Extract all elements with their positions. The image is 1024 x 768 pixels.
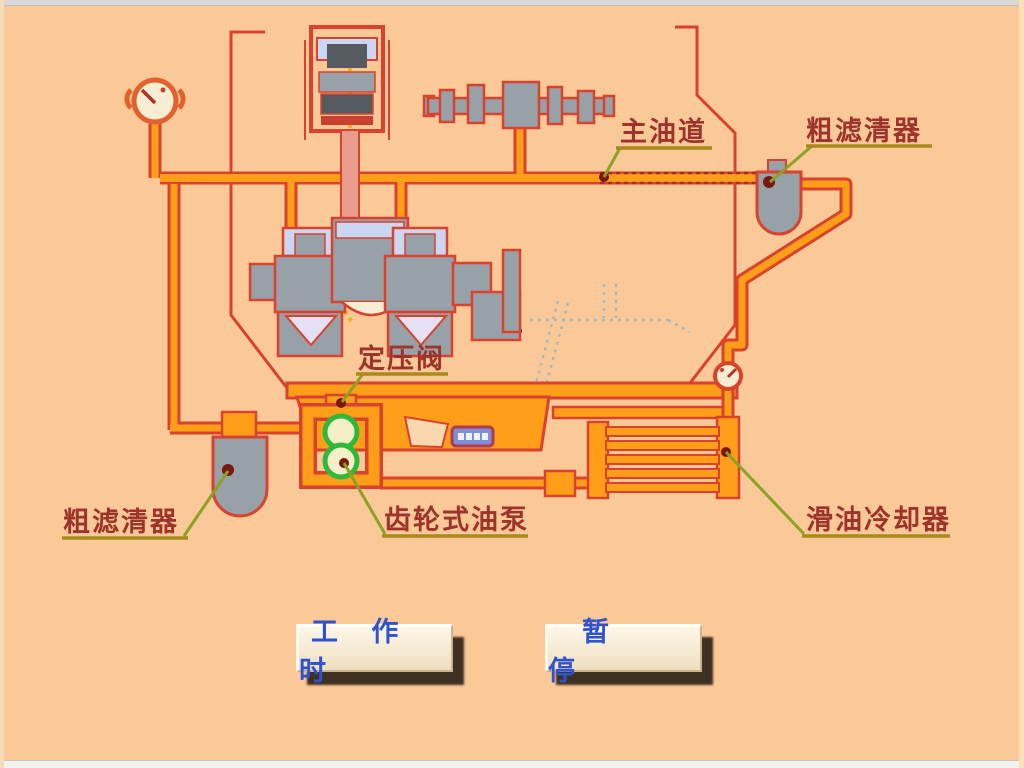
camshaft <box>422 80 616 130</box>
label-filter-bottom: 粗滤清器 <box>63 507 179 538</box>
window-edge-left <box>0 0 4 768</box>
label-leader-lines <box>182 144 813 537</box>
sump-feed-pipe <box>551 405 730 420</box>
fitting-left <box>220 410 258 440</box>
fitting-pump-out <box>543 469 577 498</box>
label-underlines <box>62 144 950 540</box>
oil-cooler <box>586 415 741 500</box>
oil-flow-dots <box>600 171 758 185</box>
pipe-fittings <box>220 410 577 498</box>
window-edge-top <box>0 0 1024 6</box>
label-pressure-valve: 定压阀 <box>358 343 445 375</box>
oil-pan-notch <box>403 415 450 449</box>
engine-outline-right <box>675 25 737 384</box>
working-button[interactable]: 工 作 时 <box>296 617 453 687</box>
oil-pressure-gauge-left <box>124 77 186 125</box>
connecting-rod <box>340 129 360 221</box>
label-main-gallery: 主油道 <box>620 116 707 148</box>
oil-strainer <box>450 425 495 448</box>
anchor-filter-bottom <box>222 464 234 476</box>
crankshaft-bearings <box>248 216 522 358</box>
label-filter-top: 粗滤清器 <box>806 116 922 147</box>
label-oil-cooler: 滑油冷却器 <box>806 505 951 536</box>
coarse-filter-bottom <box>211 435 269 518</box>
oil-pressure-gauge-right <box>713 361 743 391</box>
label-gear-pump: 齿轮式油泵 <box>384 505 529 536</box>
filter-return-pipe <box>724 180 850 420</box>
cylinder-piston <box>309 25 385 221</box>
pause-button[interactable]: 暂 停 <box>545 617 702 687</box>
window-edge-right <box>1019 0 1024 768</box>
coarse-filter-top <box>755 159 803 236</box>
window-edge-bottom <box>0 760 1024 768</box>
